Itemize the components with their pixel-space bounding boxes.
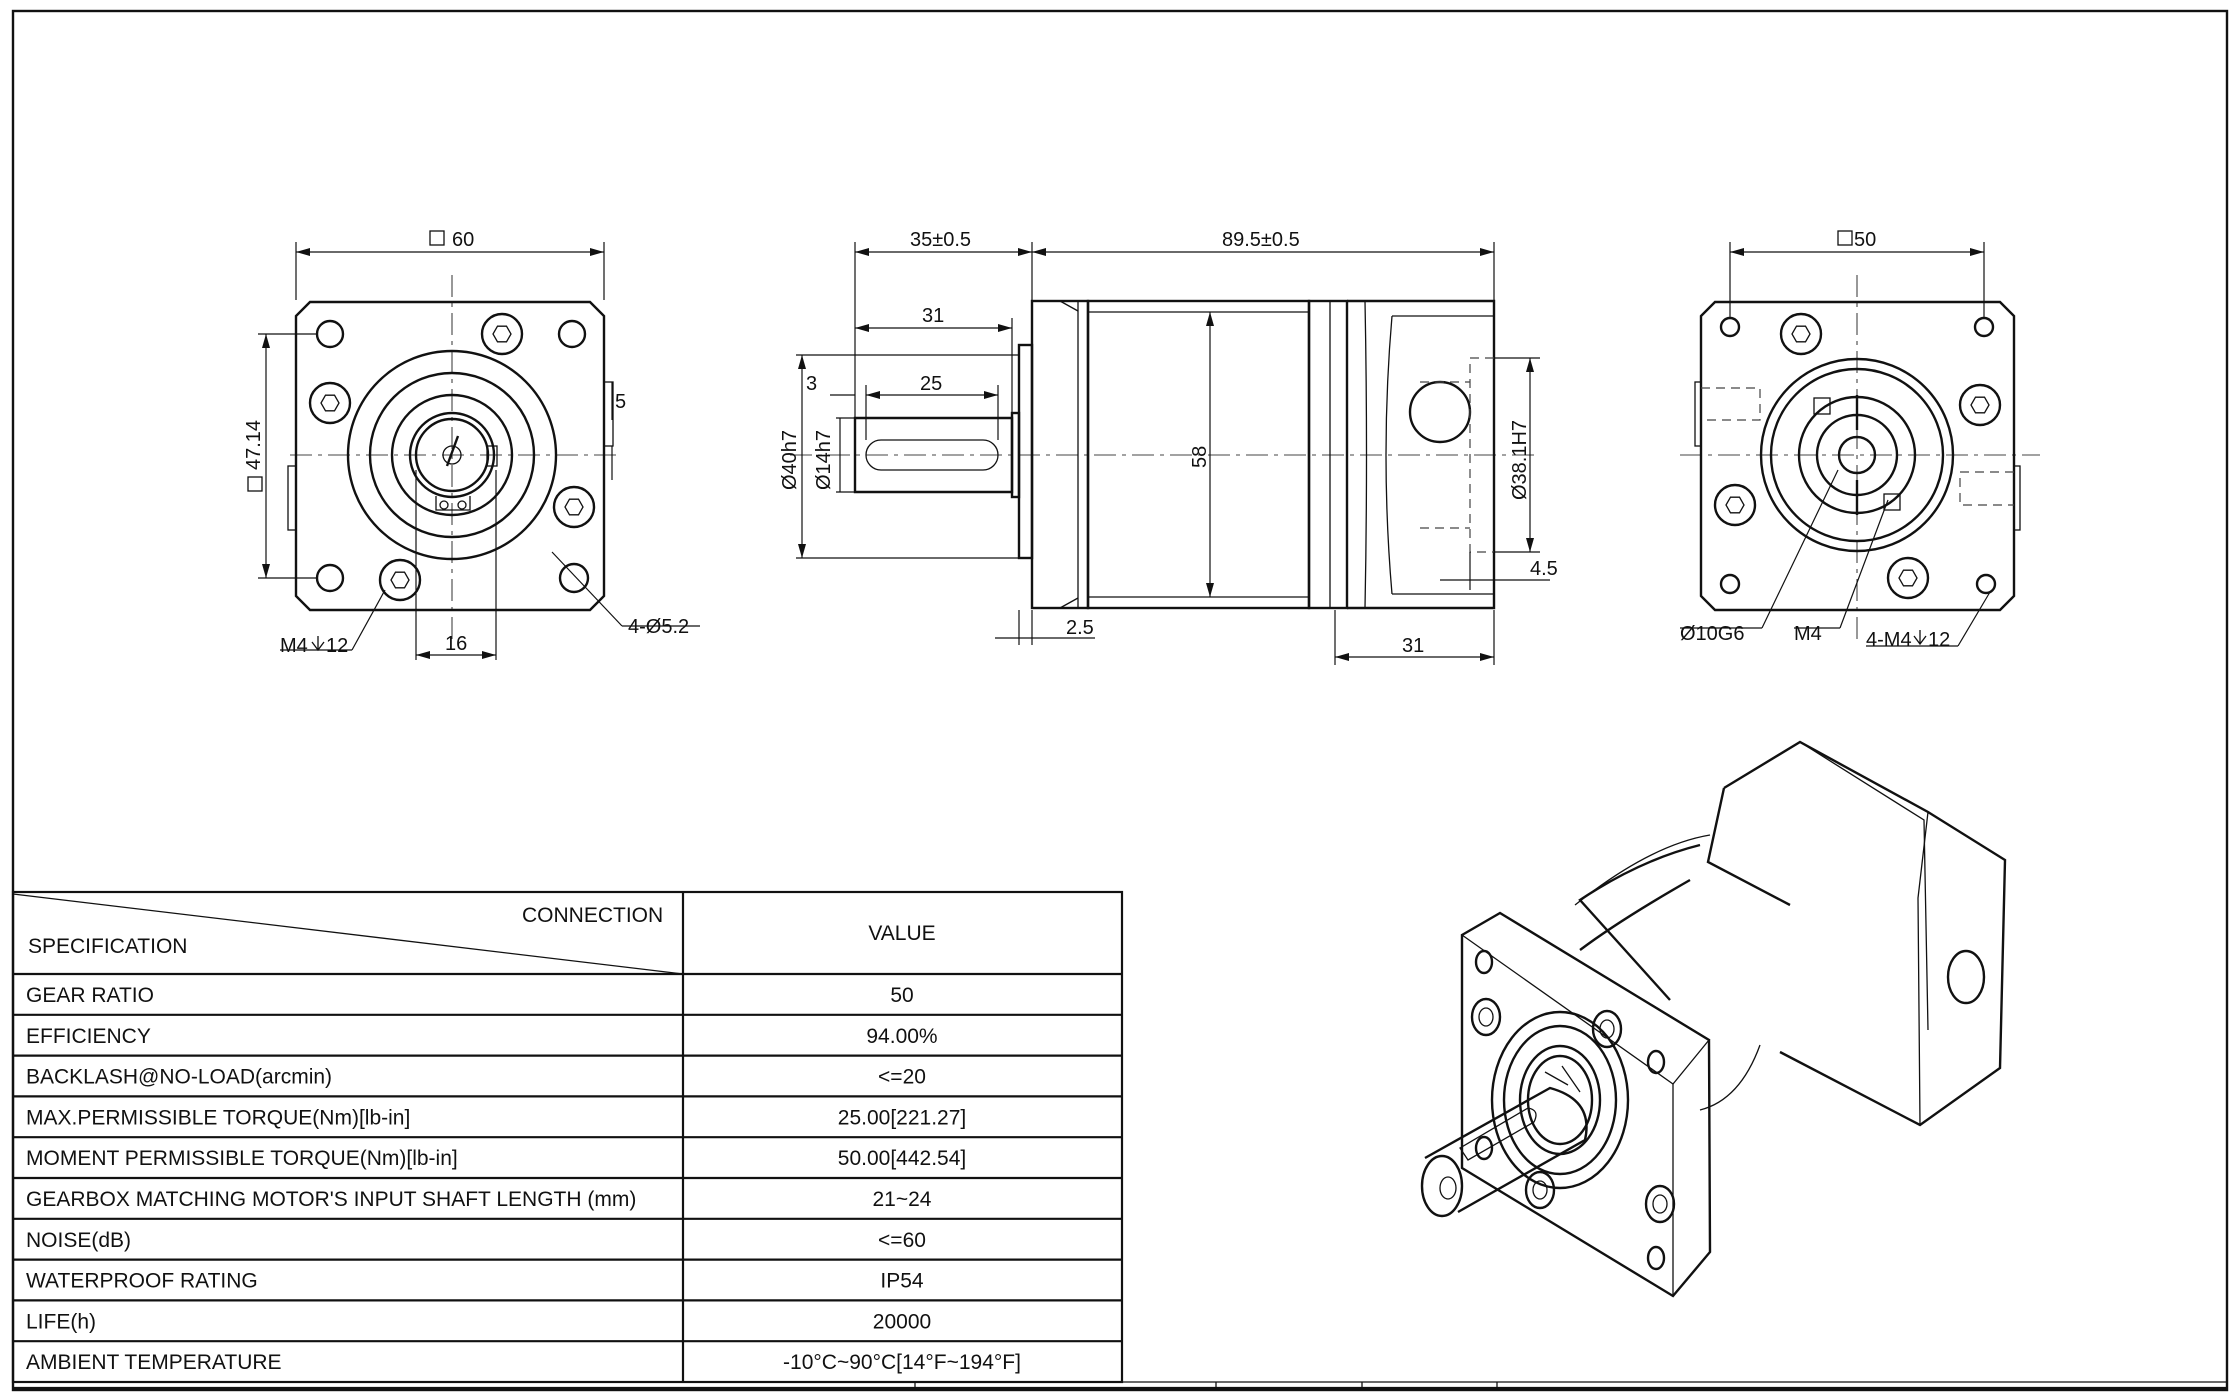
spec-row-label: MAX.PERMISSIBLE TORQUE(Nm)[lb-in]: [26, 1106, 410, 1129]
spec-row-value: 25.00[221.27]: [838, 1106, 966, 1129]
side-bore-depth-label: 4.5: [1530, 558, 1558, 580]
rear-square-label: 50: [1854, 229, 1876, 251]
spec-row-label: EFFICIENCY: [26, 1025, 151, 1048]
spec-row-label: GEAR RATIO: [26, 984, 154, 1007]
spec-table-row-lines: [13, 1013, 1122, 1343]
side-key-width-label: 25: [920, 373, 942, 395]
spec-row-label: BACKLASH@NO-LOAD(arcmin): [26, 1066, 332, 1089]
side-body-len-label: 89.5±0.5: [1222, 229, 1300, 251]
spec-row-value: 50.00[442.54]: [838, 1147, 966, 1170]
front-view-dimensions: 60 47.14 5 16 M4 12 4-Ø5.2: [243, 229, 700, 660]
spec-row-value: 94.00%: [866, 1025, 937, 1048]
side-shaft-len-label: 35±0.5: [910, 229, 971, 251]
rear-tap-depth-label: 12: [1928, 629, 1950, 651]
spec-row-value: 21~24: [873, 1188, 932, 1211]
spec-row-label: NOISE(dB): [26, 1229, 131, 1252]
front-bolt-spacing-label: 47.14: [243, 420, 265, 470]
side-key-offset-label: 3: [806, 373, 817, 395]
rear-bore-label: Ø10G6: [1680, 623, 1744, 645]
isometric-view: [1420, 740, 2007, 1298]
rear-screw-label: M4: [1794, 623, 1822, 645]
rear-view-dimensions: 50 Ø10G6 M4 4-M4 12: [1680, 229, 1991, 651]
spec-row-value: -10°C~90°C[14°F~194°F]: [783, 1351, 1021, 1374]
spec-table: CONNECTION SPECIFICATION VALUE GEAR RATI…: [11, 890, 1124, 1384]
spec-row-label: WATERPROOF RATING: [26, 1270, 258, 1293]
front-tap-depth-label: 12: [326, 635, 348, 657]
side-view-dimensions: 35±0.5 89.5±0.5 31 25 3 Ø40h7 Ø14h7 58: [779, 229, 1558, 665]
side-shaft-dia-label: Ø14h7: [813, 430, 835, 490]
front-view: [287, 275, 620, 640]
spec-row-value: <=60: [878, 1229, 926, 1252]
front-key-label: 16: [445, 633, 467, 655]
spec-row-value: 50: [890, 984, 913, 1007]
spec-row-value: IP54: [880, 1270, 924, 1293]
header-connection: CONNECTION: [522, 904, 663, 927]
side-view: [790, 299, 1540, 610]
spec-row-value: 20000: [873, 1310, 931, 1333]
side-rear-len-label: 31: [1402, 635, 1424, 657]
side-flange-label: 2.5: [1066, 617, 1094, 639]
sheet-border: [11, 9, 2229, 1392]
front-holes-label: 4-Ø5.2: [628, 616, 689, 638]
side-key-len-label: 31: [922, 305, 944, 327]
spec-row-label: AMBIENT TEMPERATURE: [26, 1351, 282, 1374]
side-pilot-dia-label: Ø40h7: [779, 430, 801, 490]
spec-row-label: LIFE(h): [26, 1310, 96, 1333]
front-tap-label: M4: [280, 635, 308, 657]
title-block-lines: [13, 1381, 2227, 1390]
header-value: VALUE: [868, 922, 935, 945]
spec-row-label: MOMENT PERMISSIBLE TORQUE(Nm)[lb-in]: [26, 1147, 458, 1170]
rear-taps-label: 4-M4: [1866, 629, 1912, 651]
rear-view: [1680, 275, 2040, 640]
spec-row-label: GEARBOX MATCHING MOTOR'S INPUT SHAFT LEN…: [26, 1188, 636, 1211]
front-square-label: 60: [452, 229, 474, 251]
front-offset-label: 5: [615, 391, 626, 413]
header-specification: SPECIFICATION: [28, 935, 187, 958]
side-bore-dia-label: Ø38.1H7: [1509, 420, 1531, 500]
spec-row-value: <=20: [878, 1066, 926, 1089]
side-height-label: 58: [1189, 446, 1211, 468]
